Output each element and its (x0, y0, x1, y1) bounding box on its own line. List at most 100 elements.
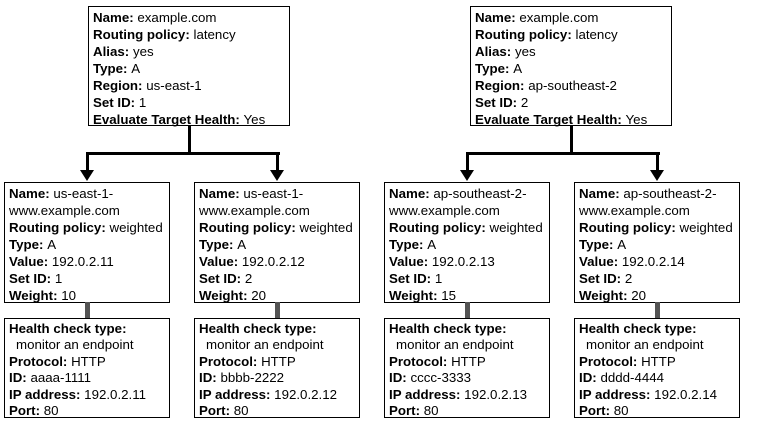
record-field: Set ID:1 (93, 94, 285, 111)
health-check-box-4: Health check type:monitor an endpoint Pr… (574, 318, 740, 418)
field-label: Name: (579, 186, 620, 201)
field-label: Set ID: (93, 95, 136, 110)
health-check-box-2: Health check type:monitor an endpoint Pr… (194, 318, 360, 418)
record-field: ID:cccc-3333 (389, 370, 545, 386)
field-label: Type: (199, 237, 234, 252)
record-field: Set ID:2 (475, 94, 667, 111)
field-value: ap-southeast-2-www.example.com (579, 186, 717, 218)
field-value: 2 (520, 95, 529, 110)
field-label: Weight: (199, 288, 248, 303)
record-field: Region:us-east-1 (93, 77, 285, 94)
record-field: IP address:192.0.2.14 (579, 387, 735, 403)
field-value: 80 (233, 403, 249, 419)
record-field: Region:ap-southeast-2 (475, 77, 667, 94)
record-field: Set ID:1 (389, 270, 545, 287)
health-check-box-3: Health check type:monitor an endpoint Pr… (384, 318, 550, 418)
field-value: cccc-3333 (410, 370, 472, 386)
field-label: Type: (579, 237, 614, 252)
field-label: Region: (93, 78, 143, 93)
field-label: Value: (199, 254, 239, 269)
connector-arm (656, 152, 659, 172)
field-value: 20 (251, 288, 267, 303)
record-field: Type:A (579, 236, 735, 253)
field-label: Name: (389, 186, 430, 201)
field-label: Health check type: (9, 321, 127, 336)
field-label: Type: (475, 61, 510, 76)
field-value: A (237, 237, 247, 252)
field-value: 192.0.2.11 (84, 386, 147, 402)
field-value: 1 (138, 95, 147, 110)
field-value: A (47, 237, 57, 252)
field-label: Type: (9, 237, 44, 252)
field-value: monitor an endpoint (16, 337, 134, 353)
link-bar (655, 302, 660, 318)
field-value: 192.0.2.13 (431, 254, 495, 269)
record-field: Health check type:monitor an endpoint (389, 321, 545, 354)
field-label: Routing policy: (93, 27, 190, 42)
field-value: A (427, 237, 437, 252)
arrow-down-icon (80, 170, 94, 181)
field-label: Health check type: (389, 321, 507, 336)
record-field: Value:192.0.2.13 (389, 253, 545, 270)
record-field: Routing policy:latency (475, 26, 667, 43)
record-field: Type:A (199, 236, 355, 253)
record-field: Port:80 (389, 403, 545, 419)
field-label: Type: (93, 61, 128, 76)
health-check-box-1: Health check type:monitor an endpoint Pr… (4, 318, 170, 418)
record-field: Health check type:monitor an endpoint (199, 321, 355, 354)
arrow-down-icon (460, 170, 474, 181)
field-label: ID: (389, 370, 407, 386)
field-value: us-east-1 (146, 78, 202, 93)
field-value: yes (514, 44, 536, 59)
record-field: Name:us-east-1-www.example.com (9, 185, 165, 219)
field-value: Yes (625, 112, 648, 127)
record-field: Alias:yes (93, 43, 285, 60)
latency-record-box-ap-southeast-2: Name:example.com Routing policy:latency … (470, 6, 672, 127)
record-field: Routing policy:weighted (199, 219, 355, 236)
record-field: Value:192.0.2.12 (199, 253, 355, 270)
connector-rail-right (466, 152, 660, 155)
field-label: Set ID: (9, 271, 52, 286)
field-value: HTTP (261, 353, 296, 369)
record-field: Port:80 (9, 403, 165, 419)
record-field: Protocol:HTTP (579, 354, 735, 370)
field-value: HTTP (71, 353, 106, 369)
field-value: 2 (624, 271, 633, 286)
arrow-down-icon (270, 170, 284, 181)
arrow-down-icon (650, 170, 664, 181)
weighted-record-box-1: Name:us-east-1-www.example.com Routing p… (4, 182, 170, 303)
field-label: Value: (9, 254, 49, 269)
record-field: Type:A (93, 60, 285, 77)
record-field: Name:example.com (475, 9, 667, 26)
record-field: Weight:15 (389, 287, 545, 304)
field-label: Set ID: (199, 271, 242, 286)
record-field: Protocol:HTTP (389, 354, 545, 370)
field-value: weighted (679, 220, 733, 235)
record-field: ID:dddd-4444 (579, 370, 735, 386)
field-value: bbbb-2222 (220, 370, 285, 386)
connector-stem-left (188, 126, 191, 154)
field-value: weighted (489, 220, 543, 235)
field-label: Protocol: (9, 353, 68, 369)
field-label: Set ID: (475, 95, 518, 110)
field-label: Port: (199, 403, 231, 419)
field-value: weighted (299, 220, 353, 235)
record-field: IP address:192.0.2.13 (389, 387, 545, 403)
field-value: 192.0.2.14 (654, 386, 718, 402)
field-label: Value: (579, 254, 619, 269)
weighted-record-box-3: Name:ap-southeast-2-www.example.com Rout… (384, 182, 550, 303)
field-label: IP address: (9, 386, 81, 402)
field-label: Name: (9, 186, 50, 201)
record-field: Alias:yes (475, 43, 667, 60)
field-value: 80 (613, 403, 629, 419)
field-label: Routing policy: (389, 220, 486, 235)
connector-rail-left (86, 152, 280, 155)
field-label: Protocol: (579, 353, 638, 369)
field-value: 1 (434, 271, 443, 286)
field-value: yes (132, 44, 154, 59)
link-bar (275, 302, 280, 318)
field-label: IP address: (579, 386, 651, 402)
field-value: 20 (631, 288, 647, 303)
field-label: Evaluate Target Health: (475, 112, 622, 127)
